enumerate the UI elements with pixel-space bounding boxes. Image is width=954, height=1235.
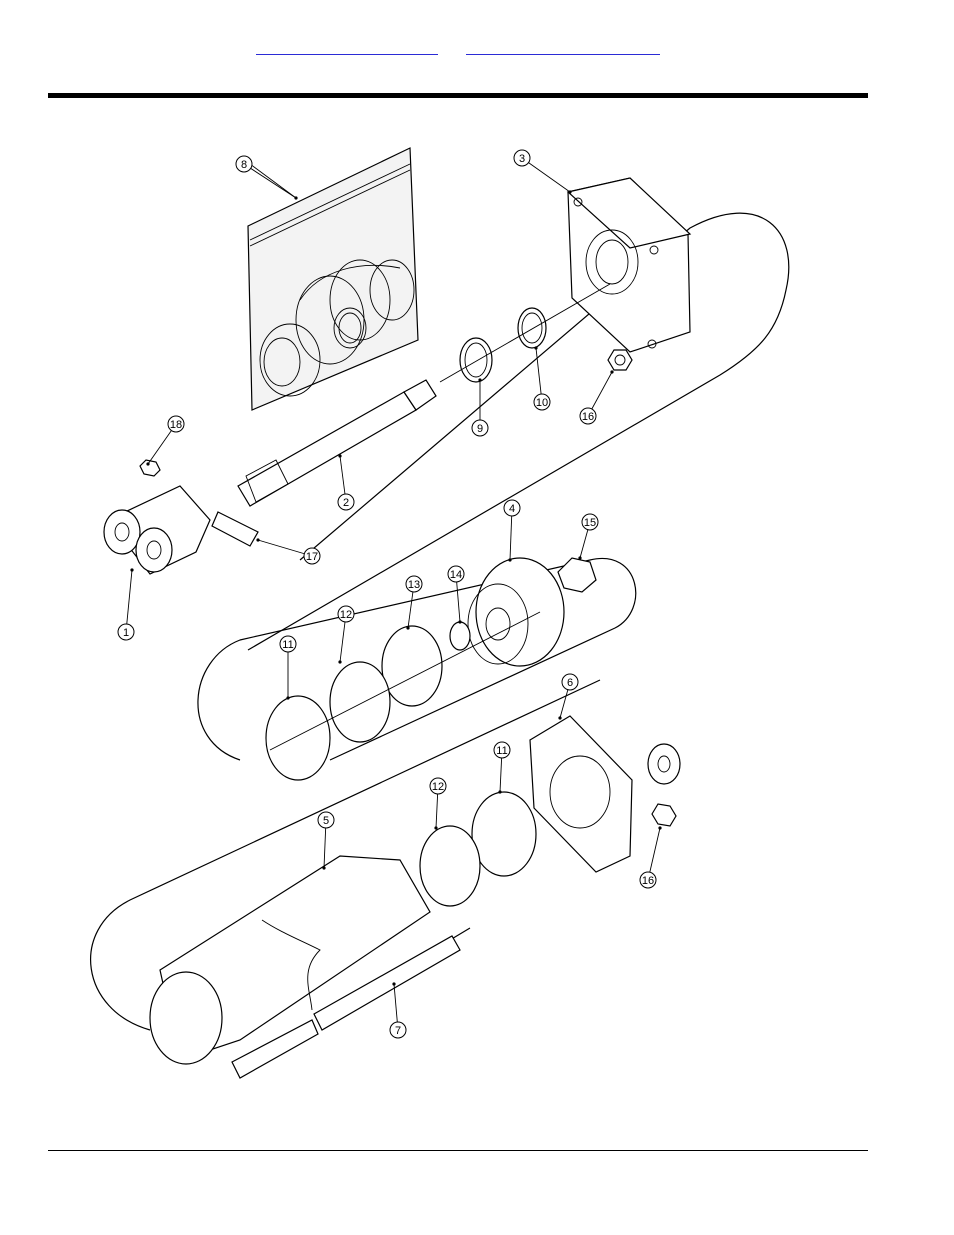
callout-arrowhead bbox=[568, 190, 571, 193]
callout-16: 16 bbox=[640, 826, 662, 888]
callout-label: 15 bbox=[584, 517, 596, 529]
callout-17: 17 bbox=[256, 538, 320, 564]
callout-arrowhead bbox=[534, 346, 537, 349]
callout-label: 2 bbox=[343, 497, 349, 509]
callout-18: 18 bbox=[146, 416, 184, 466]
callout-arrowhead bbox=[508, 558, 511, 561]
callout-arrowhead bbox=[478, 378, 481, 381]
seal-kit-bag bbox=[248, 148, 418, 410]
callout-leader bbox=[244, 164, 296, 198]
callout-arrowhead bbox=[294, 196, 297, 199]
callout-arrowhead bbox=[406, 626, 409, 629]
callout-arrowhead bbox=[338, 454, 341, 457]
o-ring-a bbox=[266, 696, 330, 780]
callout-label: 9 bbox=[477, 423, 483, 435]
callout-label: 10 bbox=[536, 397, 548, 409]
set-screw bbox=[212, 512, 258, 546]
nut-small bbox=[140, 460, 160, 476]
callout-label: 12 bbox=[340, 609, 352, 621]
callout-label: 11 bbox=[496, 745, 507, 757]
callout-label: 18 bbox=[170, 419, 182, 431]
callout-label: 16 bbox=[582, 411, 594, 423]
callout-arrowhead bbox=[578, 556, 581, 559]
callout-leader bbox=[522, 158, 570, 192]
nut-upper bbox=[608, 350, 632, 370]
callout-16: 16 bbox=[580, 370, 614, 424]
callout-arrowhead bbox=[286, 696, 289, 699]
callout-label: 3 bbox=[519, 153, 525, 165]
backup-ring-a bbox=[330, 662, 390, 742]
callout-label: 16 bbox=[642, 875, 654, 887]
o-ring-small bbox=[450, 622, 470, 650]
butt-end bbox=[568, 178, 690, 352]
footer-rule bbox=[48, 1150, 868, 1151]
callout-arrowhead bbox=[322, 866, 325, 869]
callout-arrowhead bbox=[256, 538, 259, 541]
callout-11: 11 bbox=[494, 742, 510, 794]
callout-label: 12 bbox=[432, 781, 444, 793]
callout-arrowhead bbox=[658, 826, 661, 829]
piston-seal bbox=[382, 626, 442, 706]
callout-12: 12 bbox=[338, 606, 354, 664]
callout-arrowhead bbox=[338, 660, 341, 663]
o-ring-b bbox=[472, 792, 536, 876]
callout-arrowhead bbox=[130, 568, 133, 571]
callout-label: 6 bbox=[567, 677, 573, 689]
callout-arrowhead bbox=[146, 462, 149, 465]
backup-ring-b bbox=[420, 826, 480, 906]
callout-label: 13 bbox=[408, 579, 420, 591]
callout-4: 4 bbox=[504, 500, 520, 562]
callout-13: 13 bbox=[406, 576, 422, 630]
callout-15: 15 bbox=[578, 514, 598, 560]
callout-arrowhead bbox=[458, 620, 461, 623]
callout-9: 9 bbox=[472, 378, 488, 436]
piston bbox=[468, 558, 564, 666]
clevis bbox=[104, 486, 210, 574]
callout-label: 4 bbox=[509, 503, 515, 515]
nut-lower bbox=[652, 804, 676, 826]
rod-end bbox=[530, 716, 680, 872]
callout-7: 7 bbox=[390, 982, 406, 1038]
callout-14: 14 bbox=[448, 566, 464, 624]
callout-8: 8 bbox=[236, 156, 298, 200]
piston-nut bbox=[558, 558, 596, 592]
callout-12: 12 bbox=[430, 778, 446, 830]
callout-leader bbox=[126, 570, 132, 632]
callout-label: 14 bbox=[450, 569, 462, 581]
callout-label: 5 bbox=[323, 815, 329, 827]
callout-label: 11 bbox=[282, 639, 293, 651]
callout-arrowhead bbox=[392, 982, 395, 985]
callout-1: 1 bbox=[118, 568, 134, 640]
callout-label: 1 bbox=[123, 627, 129, 639]
callout-arrowhead bbox=[498, 790, 501, 793]
callout-label: 7 bbox=[395, 1025, 401, 1037]
callout-arrowhead bbox=[434, 826, 437, 829]
callout-2: 2 bbox=[338, 454, 354, 510]
callout-10: 10 bbox=[534, 346, 550, 410]
callout-6: 6 bbox=[558, 674, 578, 720]
callout-11: 11 bbox=[280, 636, 296, 700]
callout-arrowhead bbox=[558, 716, 561, 719]
callout-3: 3 bbox=[514, 150, 572, 194]
callout-label: 8 bbox=[241, 159, 247, 171]
callout-label: 17 bbox=[306, 551, 318, 563]
callout-arrowhead bbox=[610, 370, 613, 373]
